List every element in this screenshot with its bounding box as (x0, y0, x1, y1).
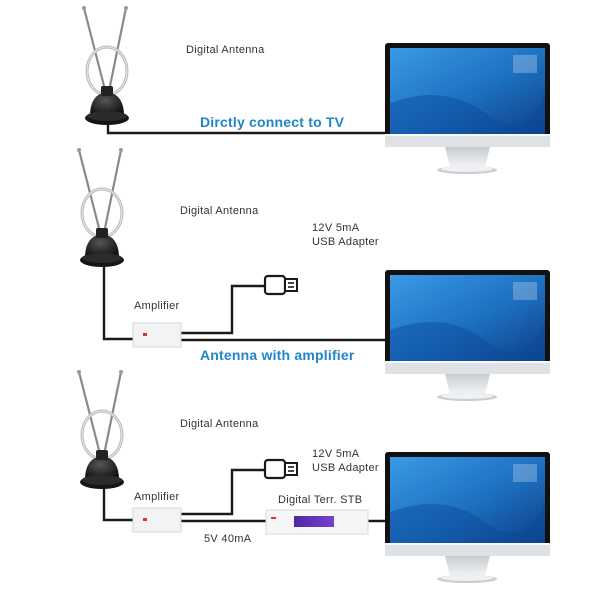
panel-stb (75, 368, 550, 583)
coax-cable (181, 284, 276, 335)
antenna-label: Digital Antenna (180, 418, 259, 430)
coax-cable (102, 256, 133, 341)
tv-monitor-icon (385, 43, 550, 174)
usb-plug-icon (263, 458, 299, 480)
usb-power-label: 12V 5mA (312, 448, 360, 460)
usb-plug-icon (263, 274, 299, 296)
power-label: 5V 40mA (204, 533, 252, 545)
diagram-caption: Dirctly connect to TV (200, 114, 345, 130)
panel-amplifier (75, 146, 550, 401)
usb-adapter-label: USB Adapter (312, 462, 379, 474)
amplifier-box-icon (132, 507, 182, 533)
amplifier-label: Amplifier (134, 491, 180, 503)
antenna-icon (75, 368, 126, 491)
antenna-icon (75, 146, 126, 269)
usb-adapter-label: USB Adapter (312, 236, 379, 248)
tv-monitor-icon (385, 452, 550, 583)
coax-cable (181, 468, 276, 516)
antenna-label: Digital Antenna (180, 205, 259, 217)
coax-cable (102, 479, 133, 522)
amplifier-label: Amplifier (134, 300, 180, 312)
antenna-icon (80, 4, 131, 127)
antenna-label: Digital Antenna (186, 44, 265, 56)
panel-direct (80, 4, 550, 174)
set-top-box-icon (265, 509, 369, 535)
stb-label: Digital Terr. STB (278, 494, 363, 506)
tv-monitor-icon (385, 270, 550, 401)
usb-power-label: 12V 5mA (312, 222, 360, 234)
amplifier-box-icon (132, 322, 182, 348)
diagram-caption: Antenna with amplifier (200, 347, 355, 363)
